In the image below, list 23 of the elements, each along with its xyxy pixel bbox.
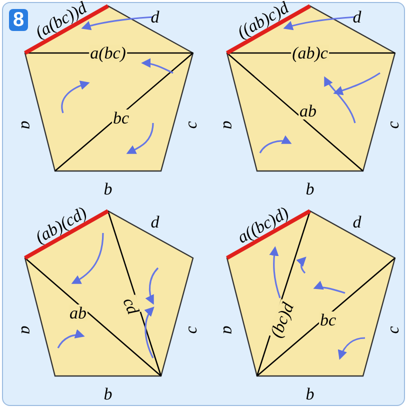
side-label: b: [104, 386, 112, 402]
diagonal-label: (ab)c: [291, 44, 329, 62]
side-label: c: [384, 121, 402, 129]
side-label: a: [220, 326, 238, 334]
side-label: c: [182, 326, 200, 334]
side-label: a: [18, 120, 36, 130]
side-label: d: [352, 8, 362, 26]
diagonal-label: bc: [112, 110, 130, 126]
side-label: c: [182, 121, 200, 129]
side-label: a: [220, 120, 238, 130]
diagonal-label: a(bc): [89, 44, 127, 62]
side-label: b: [104, 180, 112, 198]
diagonal-label: ab: [298, 102, 318, 120]
diagonal-label: ab: [68, 304, 88, 322]
diagonal-label: bc: [318, 312, 338, 328]
figure-number: 8: [9, 9, 28, 31]
side-label: d: [150, 8, 160, 26]
side-label: c: [384, 326, 402, 334]
side-label: d: [150, 214, 160, 230]
side-label: d: [352, 214, 362, 230]
side-label: b: [306, 386, 314, 402]
side-label: a: [18, 326, 36, 334]
side-label: b: [306, 180, 314, 198]
